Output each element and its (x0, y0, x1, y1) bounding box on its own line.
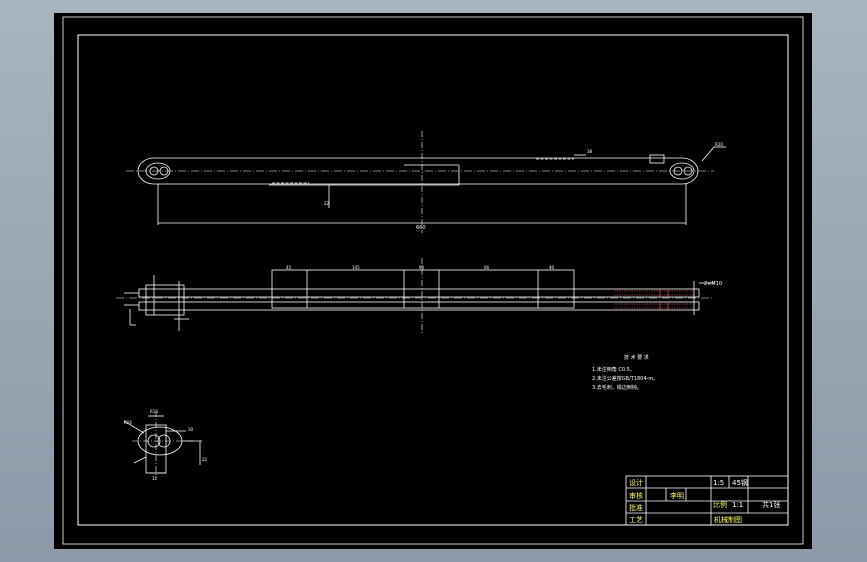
tb-material: 45钢 (732, 478, 748, 487)
note-3: 3.去毛刺，锐边倒钝。 (592, 384, 642, 391)
detail-dim-side: 22 (202, 457, 208, 462)
detail-dim-left: R16 (124, 420, 132, 425)
notes-title: 技 术 要 求 (624, 354, 649, 361)
dim-sect-c: 90 (419, 265, 425, 270)
dim-sect-e: 40 (549, 265, 555, 270)
tb-sheet: 共1张 (762, 500, 780, 509)
side-view (116, 258, 714, 335)
dim-sect-d: 66 (484, 265, 490, 270)
dim-sect-a: 45 (286, 265, 292, 270)
note-1: 1.未注倒角 C0.5。 (592, 366, 635, 373)
dim-mid-offset: 38 (587, 149, 593, 154)
detail-view (123, 411, 202, 478)
tb-org: 机械制图 (714, 515, 742, 524)
dim-overall: 660 (416, 225, 426, 231)
outer-frame (62, 16, 804, 545)
tb-process-label: 工艺 (629, 516, 643, 524)
main-view (126, 131, 726, 233)
cad-canvas: 660 22 R20 38 45 (62, 16, 804, 545)
tb-ratio-label: 比例 (713, 500, 727, 509)
dim-height-left: 22 (324, 201, 330, 206)
technical-notes: 技 术 要 求 1.未注倒角 C0.5。 2.未注公差按GB/T1804-m。 … (592, 354, 658, 391)
detail-dim-top: R10 (150, 409, 158, 414)
tb-checker-label: 审核 (629, 491, 643, 500)
dim-right-hole: R20 (715, 142, 723, 147)
title-block (625, 475, 789, 526)
dim-sect-b: 145 (352, 265, 360, 270)
tb-ratio-value: 1:1 (732, 501, 743, 509)
detail-dim-bottom: 12 (152, 476, 158, 481)
thread-hatch (614, 289, 694, 310)
note-2: 2.未注公差按GB/T1804-m。 (592, 375, 658, 382)
tb-designer-label: 设计 (629, 478, 643, 487)
drawing-sheet: 660 22 R20 38 45 (54, 13, 812, 549)
tb-checker-name: 李明 (670, 491, 684, 500)
dim-side-right: 2×M10 (704, 281, 722, 287)
tb-scale-value: 1:5 (713, 479, 724, 487)
tb-approve-label: 批准 (629, 503, 643, 512)
detail-dim-right: 30 (188, 427, 194, 432)
inner-frame (77, 34, 789, 526)
